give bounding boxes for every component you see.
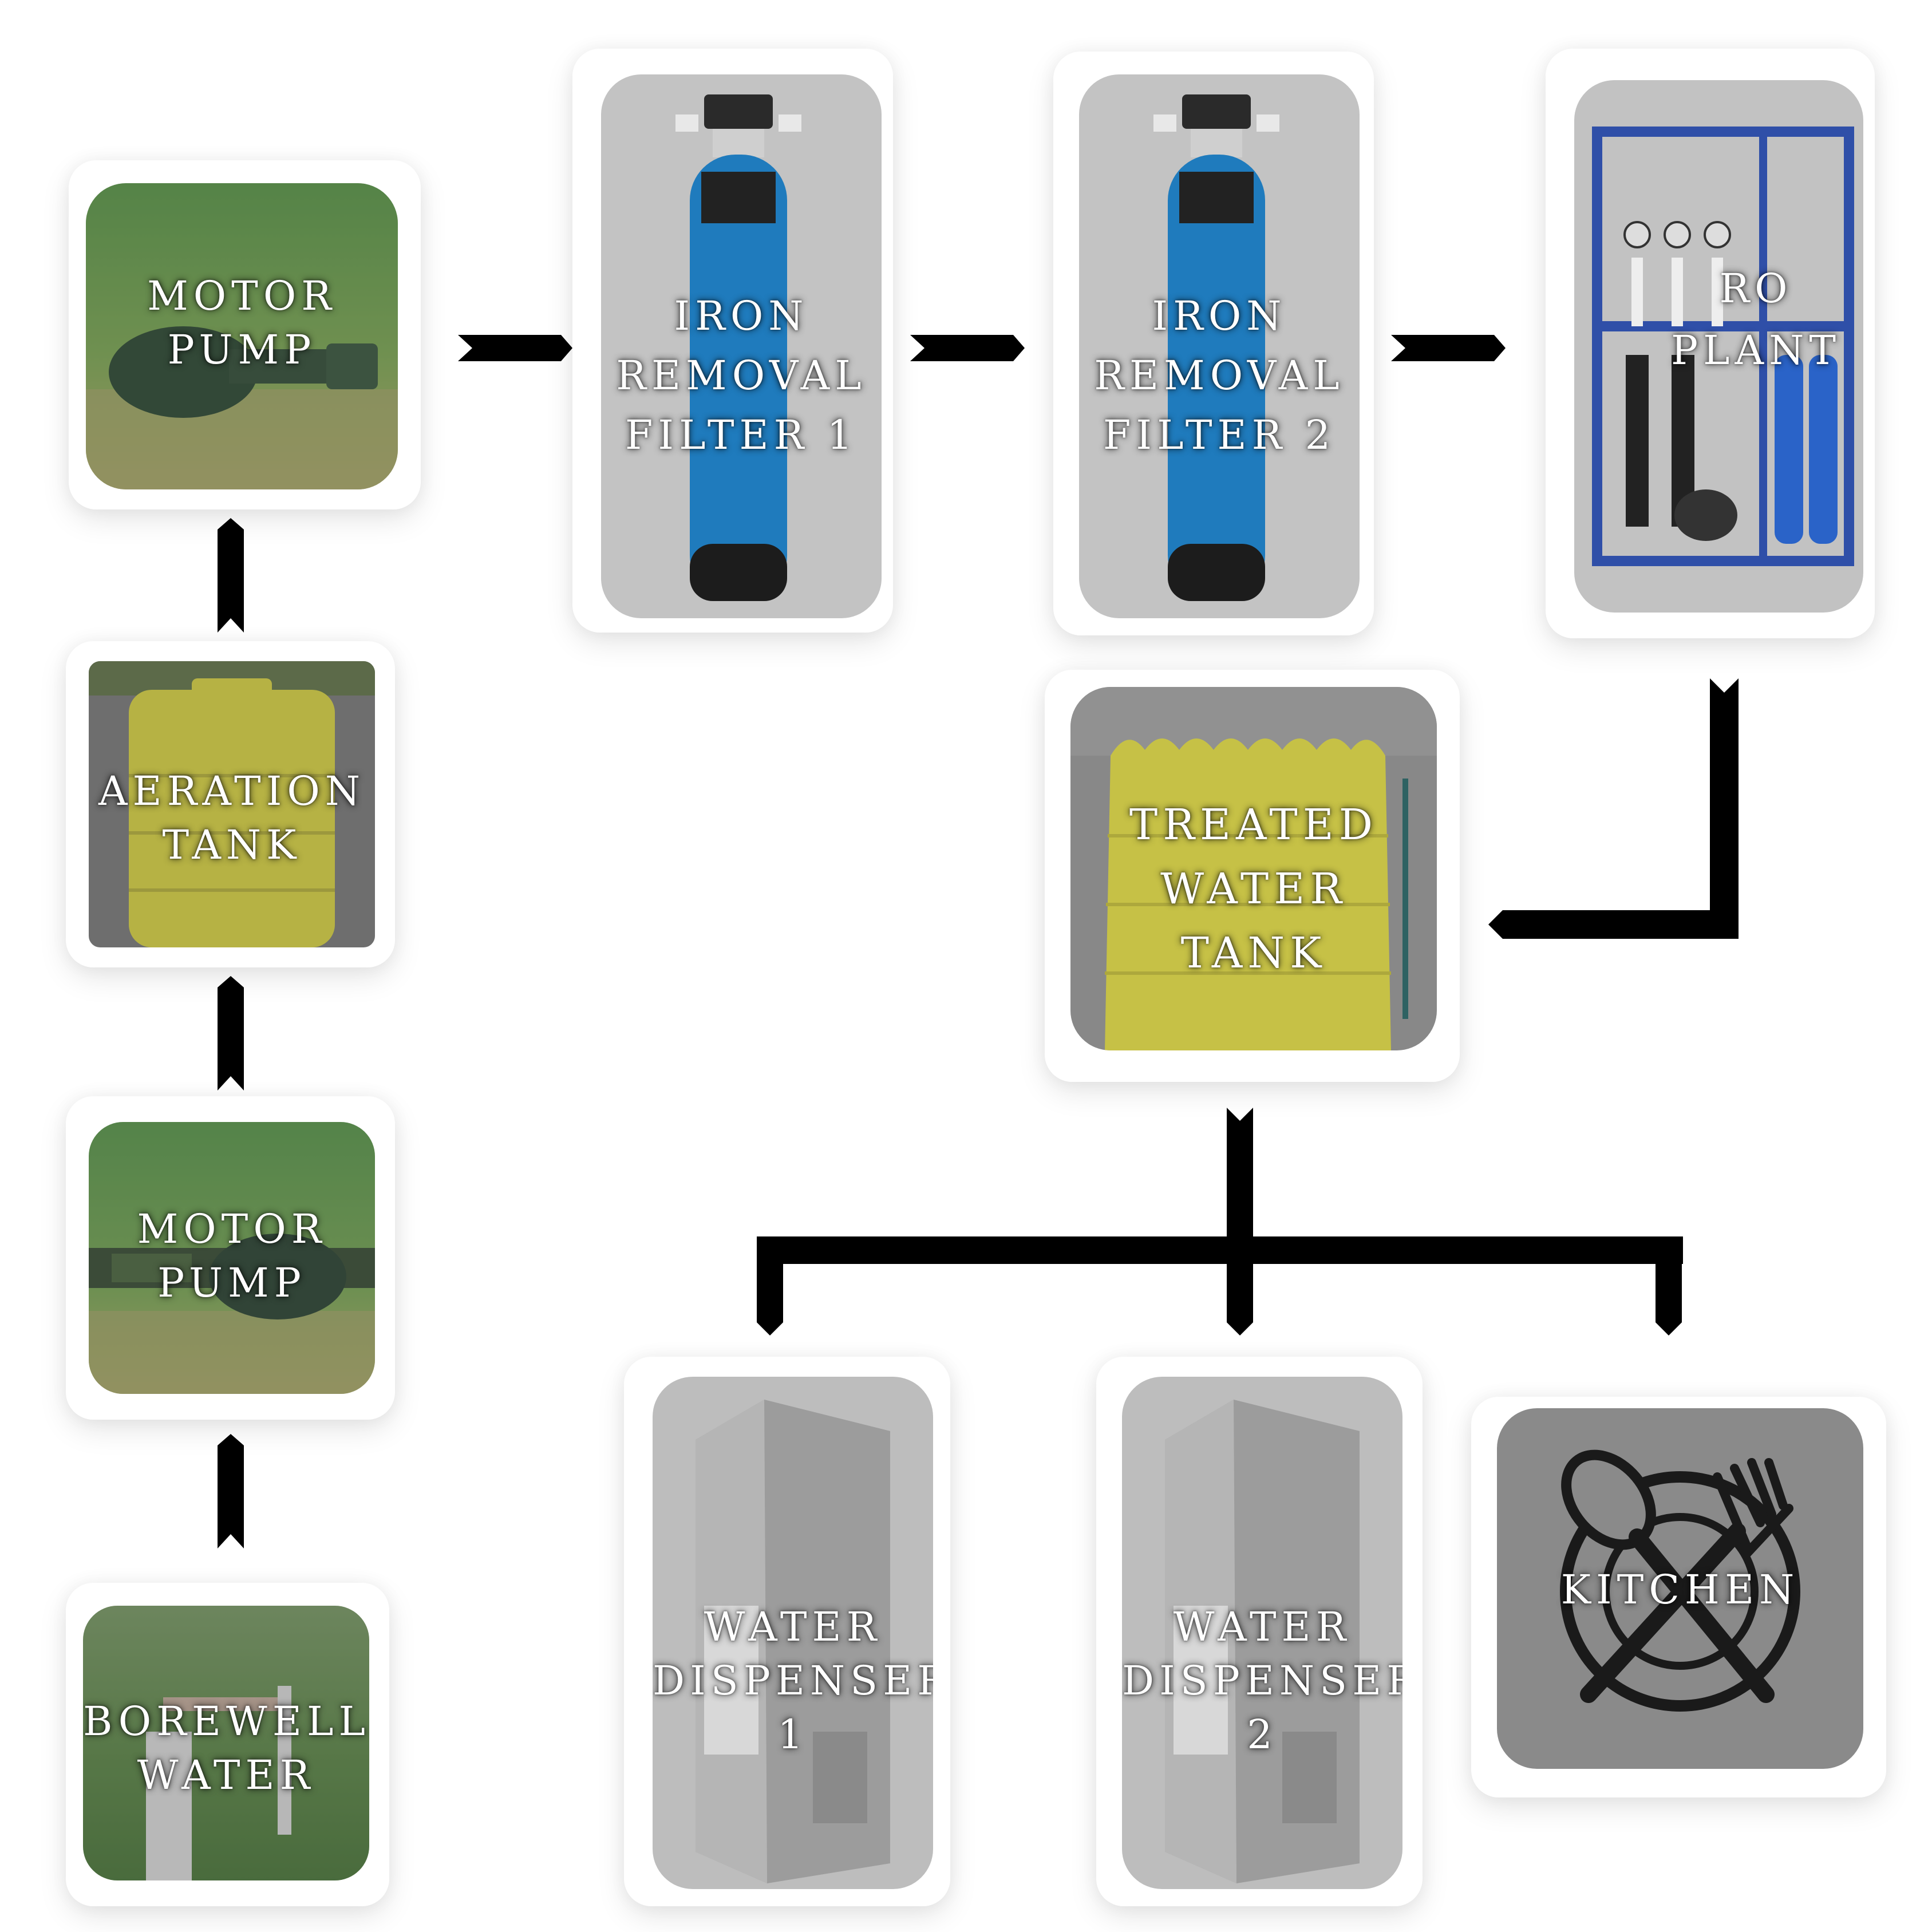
- node-ro-plant: RO PLANT: [1546, 49, 1875, 638]
- water-dispenser-1-label: WATER DISPENSER 1: [653, 1603, 933, 1758]
- node-aeration-tank: AERATION TANK: [66, 641, 395, 967]
- motor-pump-lower-label: MOTOR PUMP: [137, 1206, 327, 1306]
- node-motor-pump-upper: MOTOR PUMP: [69, 160, 421, 509]
- arrow-ro-to-tank-horizontal: [1488, 910, 1739, 939]
- water-dispenser-2-image: [1165, 1400, 1360, 1883]
- node-motor-pump-lower: MOTOR PUMP: [66, 1096, 395, 1420]
- arrow-aeration-to-pump: [218, 518, 244, 633]
- aeration-tank-label: AERATION TANK: [98, 768, 366, 868]
- iron-filter-2-image: [1153, 94, 1279, 601]
- borewell-image: [83, 1606, 369, 1880]
- motor-pump-image: [86, 183, 398, 489]
- ro-plant-label: RO PLANT: [1670, 265, 1842, 374]
- node-kitchen: KITCHEN: [1471, 1397, 1886, 1797]
- arrow-borewell-to-pump: [218, 1434, 244, 1548]
- treated-water-tank-label: TREATED WATER TANK: [1129, 800, 1378, 978]
- water-dispenser-2-label: WATER DISPENSER 2: [1122, 1603, 1402, 1758]
- motor-pump-upper-label: MOTOR PUMP: [147, 272, 337, 373]
- iron-filter-2-label: IRON REMOVAL FILTER 2: [1094, 293, 1345, 459]
- arrow-filter2-to-ro: [1391, 335, 1506, 361]
- treated-water-tank-image: [1070, 687, 1437, 1050]
- arrow-pump-to-aeration: [218, 976, 244, 1091]
- node-water-dispenser-2: WATER DISPENSER 2: [1096, 1357, 1423, 1906]
- ro-plant-image: [1592, 127, 1854, 566]
- water-dispenser-1-image: [696, 1400, 890, 1883]
- node-treated-water-tank: TREATED WATER TANK: [1045, 670, 1460, 1082]
- node-borewell-water: BOREWELL WATER: [66, 1583, 389, 1906]
- node-iron-removal-filter-1: IRON REMOVAL FILTER 1: [572, 49, 893, 633]
- node-iron-removal-filter-2: IRON REMOVAL FILTER 2: [1053, 52, 1374, 635]
- arrow-to-dispenser-1: [757, 1236, 783, 1336]
- arrow-pump-to-filter1: [458, 335, 572, 361]
- arrow-to-dispenser-2: [1227, 1236, 1253, 1336]
- iron-filter-1-image: [675, 94, 801, 601]
- arrow-filter1-to-filter2: [910, 335, 1025, 361]
- kitchen-label: KITCHEN: [1560, 1566, 1800, 1613]
- borewell-label: BOREWELL WATER: [83, 1698, 369, 1799]
- motor-pump-lower-image: [89, 1122, 375, 1394]
- arrow-ro-to-tank-vertical: [1710, 678, 1739, 939]
- arrow-tank-trunk: [1227, 1108, 1253, 1236]
- iron-filter-1-label: IRON REMOVAL FILTER 1: [616, 293, 867, 459]
- node-water-dispenser-1: WATER DISPENSER 1: [624, 1357, 950, 1906]
- arrow-to-kitchen: [1656, 1236, 1682, 1336]
- aeration-tank-image: [89, 661, 375, 947]
- distribution-bar: [757, 1236, 1683, 1264]
- plate-spoon-fork-icon: [1560, 1449, 1800, 1712]
